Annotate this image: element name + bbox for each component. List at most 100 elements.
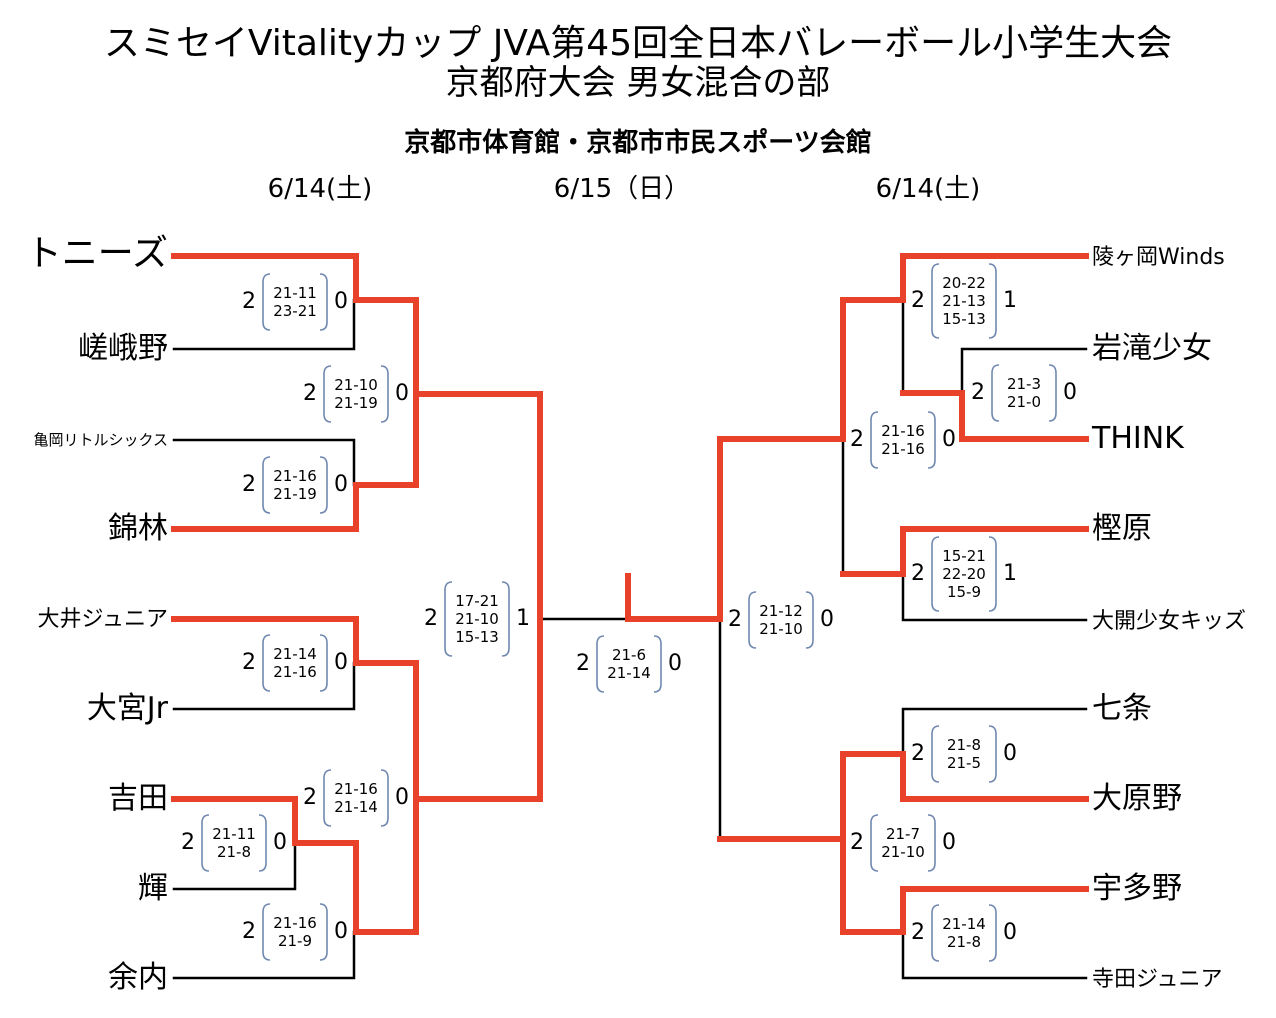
team-tonizu: トニーズ <box>25 233 168 274</box>
paren-stroke <box>805 591 814 649</box>
set-score: 21-8 <box>946 736 982 754</box>
set-score: 21-10 <box>334 376 378 394</box>
line-yonai <box>172 930 356 980</box>
win-ryogaoka <box>900 253 1089 303</box>
paren-stroke <box>927 814 936 872</box>
set-score: 21-14 <box>273 645 317 663</box>
line-shichijo <box>901 707 1088 756</box>
win-rsf <box>717 436 846 622</box>
score-bracket-rsf <box>748 591 814 649</box>
set-score: 21-10 <box>759 620 803 638</box>
match-wins-l1: 2 <box>242 289 256 314</box>
set-score: 21-16 <box>273 467 317 485</box>
paren-stroke <box>501 581 510 657</box>
match-losses-f: 0 <box>668 651 682 676</box>
paren-stroke <box>870 411 879 469</box>
paren-stroke <box>258 814 267 872</box>
set-score: 21-16 <box>881 440 925 458</box>
win-utano <box>840 836 1089 935</box>
set-score: 21-10 <box>881 843 925 861</box>
line-omiya <box>172 661 356 711</box>
set-score: 21-14 <box>942 915 986 933</box>
paren-stroke <box>653 635 662 693</box>
set-score: 21-5 <box>946 754 982 772</box>
match-wins-l2: 2 <box>303 381 317 406</box>
match-wins-l7: 2 <box>242 919 256 944</box>
score-bracket-l1 <box>262 273 328 331</box>
date-center: 6/15（日） <box>553 174 691 204</box>
score-bracket-r2 <box>991 364 1057 422</box>
division-title: 京都府大会 男女混合の部 <box>445 63 831 103</box>
paren-stroke <box>380 769 389 827</box>
team-teru: 輝 <box>138 871 168 906</box>
set-score: 21-3 <box>1006 375 1042 393</box>
match-wins-l3: 2 <box>242 472 256 497</box>
paren-stroke <box>444 581 453 657</box>
paren-stroke <box>988 904 997 962</box>
win-think <box>900 390 1089 442</box>
set-score: 21-16 <box>334 780 378 798</box>
match-losses-r4: 1 <box>1003 561 1017 586</box>
tournament-title: スミセイVitalityカップ JVA第45回全日本バレーボール小学生大会 <box>103 23 1173 64</box>
team-daikai: 大開少女キッズ <box>1092 609 1247 634</box>
team-yonai: 余内 <box>108 960 168 995</box>
set-score: 21-8 <box>946 933 982 951</box>
team-sagano: 嵯峨野 <box>78 331 168 366</box>
match-losses-l3: 0 <box>334 472 348 497</box>
paren-stroke <box>323 769 332 827</box>
match-wins-r4: 2 <box>911 561 925 586</box>
set-score: 15-13 <box>455 628 499 646</box>
paren-stroke <box>927 411 936 469</box>
paren-stroke <box>931 904 940 962</box>
match-losses-lsf: 1 <box>516 606 530 631</box>
score-bracket-lsf <box>444 581 510 657</box>
paren-stroke <box>380 365 389 423</box>
left-loser-lines <box>172 298 630 980</box>
match-wins-l4: 2 <box>242 650 256 675</box>
match-losses-rsf: 0 <box>820 607 834 632</box>
team-shichijo: 七条 <box>1092 691 1152 726</box>
set-score: 21-9 <box>277 932 313 950</box>
set-score: 21-14 <box>334 798 378 816</box>
set-score: 21-16 <box>881 422 925 440</box>
team-utano: 宇多野 <box>1092 871 1182 906</box>
win-l-semi-bottom <box>413 616 543 802</box>
score-bracket-r4 <box>931 536 997 612</box>
set-score: 22-20 <box>942 565 986 583</box>
set-score: 21-16 <box>273 663 317 681</box>
paren-stroke <box>988 725 997 783</box>
line-kameoka <box>172 438 356 487</box>
win-tonizu <box>171 253 419 397</box>
paren-stroke <box>748 591 757 649</box>
set-score: 21-8 <box>216 843 252 861</box>
team-kameoka: 亀岡リトルシックス <box>33 431 168 449</box>
paren-stroke <box>596 635 605 693</box>
win-kashihara <box>840 526 1089 577</box>
team-kinrin: 錦林 <box>108 511 168 546</box>
paren-stroke <box>931 536 940 612</box>
paren-stroke <box>323 365 332 423</box>
score-bracket-l5 <box>323 769 389 827</box>
win-final <box>625 573 723 622</box>
match-losses-l7: 0 <box>334 919 348 944</box>
paren-stroke <box>870 814 879 872</box>
score-bracket-l4 <box>262 634 328 692</box>
team-terada: 寺田ジュニア <box>1092 967 1223 992</box>
match-losses-r2: 0 <box>1063 380 1077 405</box>
match-losses-l4: 0 <box>334 650 348 675</box>
score-bracket-l2 <box>323 365 389 423</box>
match-wins-f: 2 <box>576 651 590 676</box>
score-bracket-r7 <box>931 904 997 962</box>
line-teru <box>172 841 297 891</box>
set-score: 21-6 <box>611 646 647 664</box>
right-winner-lines <box>625 253 1089 935</box>
line-daikai <box>901 572 1088 622</box>
